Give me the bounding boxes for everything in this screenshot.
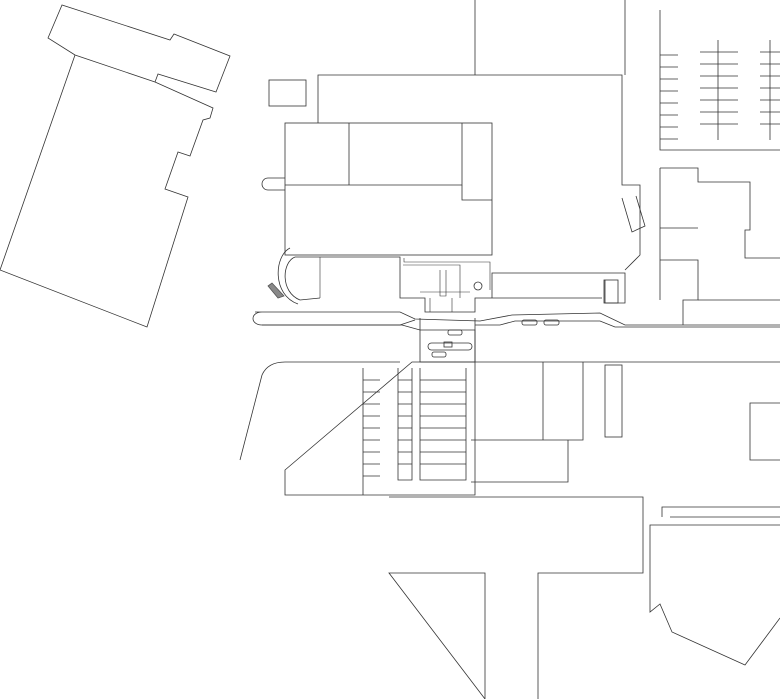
main-road-north-edge [252, 311, 780, 326]
car [431, 351, 447, 358]
east-wing-stair [603, 279, 619, 304]
building-southeast [649, 506, 780, 666]
drop-off-area [419, 318, 476, 363]
car [521, 319, 538, 326]
building-northwest-annex [47, 4, 231, 93]
building-west-large [0, 54, 214, 328]
parking-lot-south [239, 361, 476, 496]
annex-wing [461, 185, 492, 201]
car [543, 319, 560, 326]
entrance-fountain [473, 281, 483, 291]
parked-cars [431, 319, 560, 358]
car [443, 341, 453, 348]
main-road-south-edge [262, 320, 780, 363]
parking-stalls [362, 368, 467, 495]
warehouse-block [284, 122, 493, 256]
building-south-central [471, 362, 584, 483]
building-east-small [749, 402, 780, 461]
drop-off-island [427, 342, 473, 351]
entrance-building [295, 256, 626, 313]
warehouse-partition [285, 123, 463, 186]
parking-lot-northeast [659, 10, 780, 151]
small-outbuilding [268, 79, 307, 107]
angled-wing [621, 195, 646, 233]
main-building-north [317, 74, 641, 271]
building-narrow [604, 364, 623, 438]
building-east-middle [659, 167, 780, 325]
entry-steps [267, 282, 285, 299]
entrance-interior [319, 257, 491, 312]
car [447, 329, 463, 336]
building-south-t [388, 496, 644, 699]
curved-entry-wall [277, 247, 321, 305]
parking-stalls-northeast [660, 40, 780, 140]
loading-canopy [261, 177, 285, 191]
